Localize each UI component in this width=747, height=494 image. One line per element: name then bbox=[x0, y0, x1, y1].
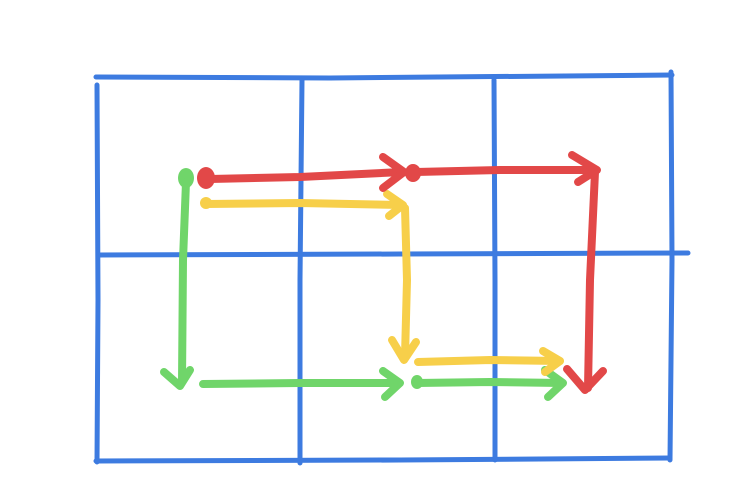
paths bbox=[160, 151, 607, 401]
red-line-right-1 bbox=[206, 168, 406, 183]
green-arrowhead-right-1 bbox=[379, 367, 404, 401]
red-start-dot bbox=[197, 167, 215, 189]
path-green bbox=[160, 168, 567, 401]
path-red bbox=[197, 151, 607, 394]
red-line-right-2 bbox=[412, 166, 599, 176]
grid-line-left bbox=[94, 82, 101, 465]
red-line-down bbox=[584, 168, 599, 392]
grid bbox=[93, 69, 691, 466]
red-arrowhead-down bbox=[563, 365, 607, 394]
yellow-line-right-2 bbox=[414, 356, 564, 366]
grid-line-top bbox=[93, 72, 675, 81]
yellow-line-right-1 bbox=[202, 199, 406, 209]
yellow-arrowhead-down bbox=[388, 336, 420, 364]
yellow-arrowhead-right-2 bbox=[539, 347, 564, 376]
green-line-right-1 bbox=[199, 379, 402, 388]
grid-line-col-3 bbox=[491, 77, 498, 463]
grid-line-col-2 bbox=[297, 77, 305, 466]
green-arrowhead-down bbox=[160, 366, 194, 390]
red-arrowhead-right-1 bbox=[379, 153, 408, 192]
grid-line-right bbox=[667, 69, 675, 463]
grid-line-bottom bbox=[93, 455, 673, 464]
path-yellow bbox=[200, 190, 564, 376]
yellow-line-down bbox=[401, 204, 411, 360]
green-arrowhead-right-2 bbox=[541, 366, 567, 401]
green-line-right-2 bbox=[413, 378, 566, 387]
green-line-down bbox=[178, 178, 190, 386]
